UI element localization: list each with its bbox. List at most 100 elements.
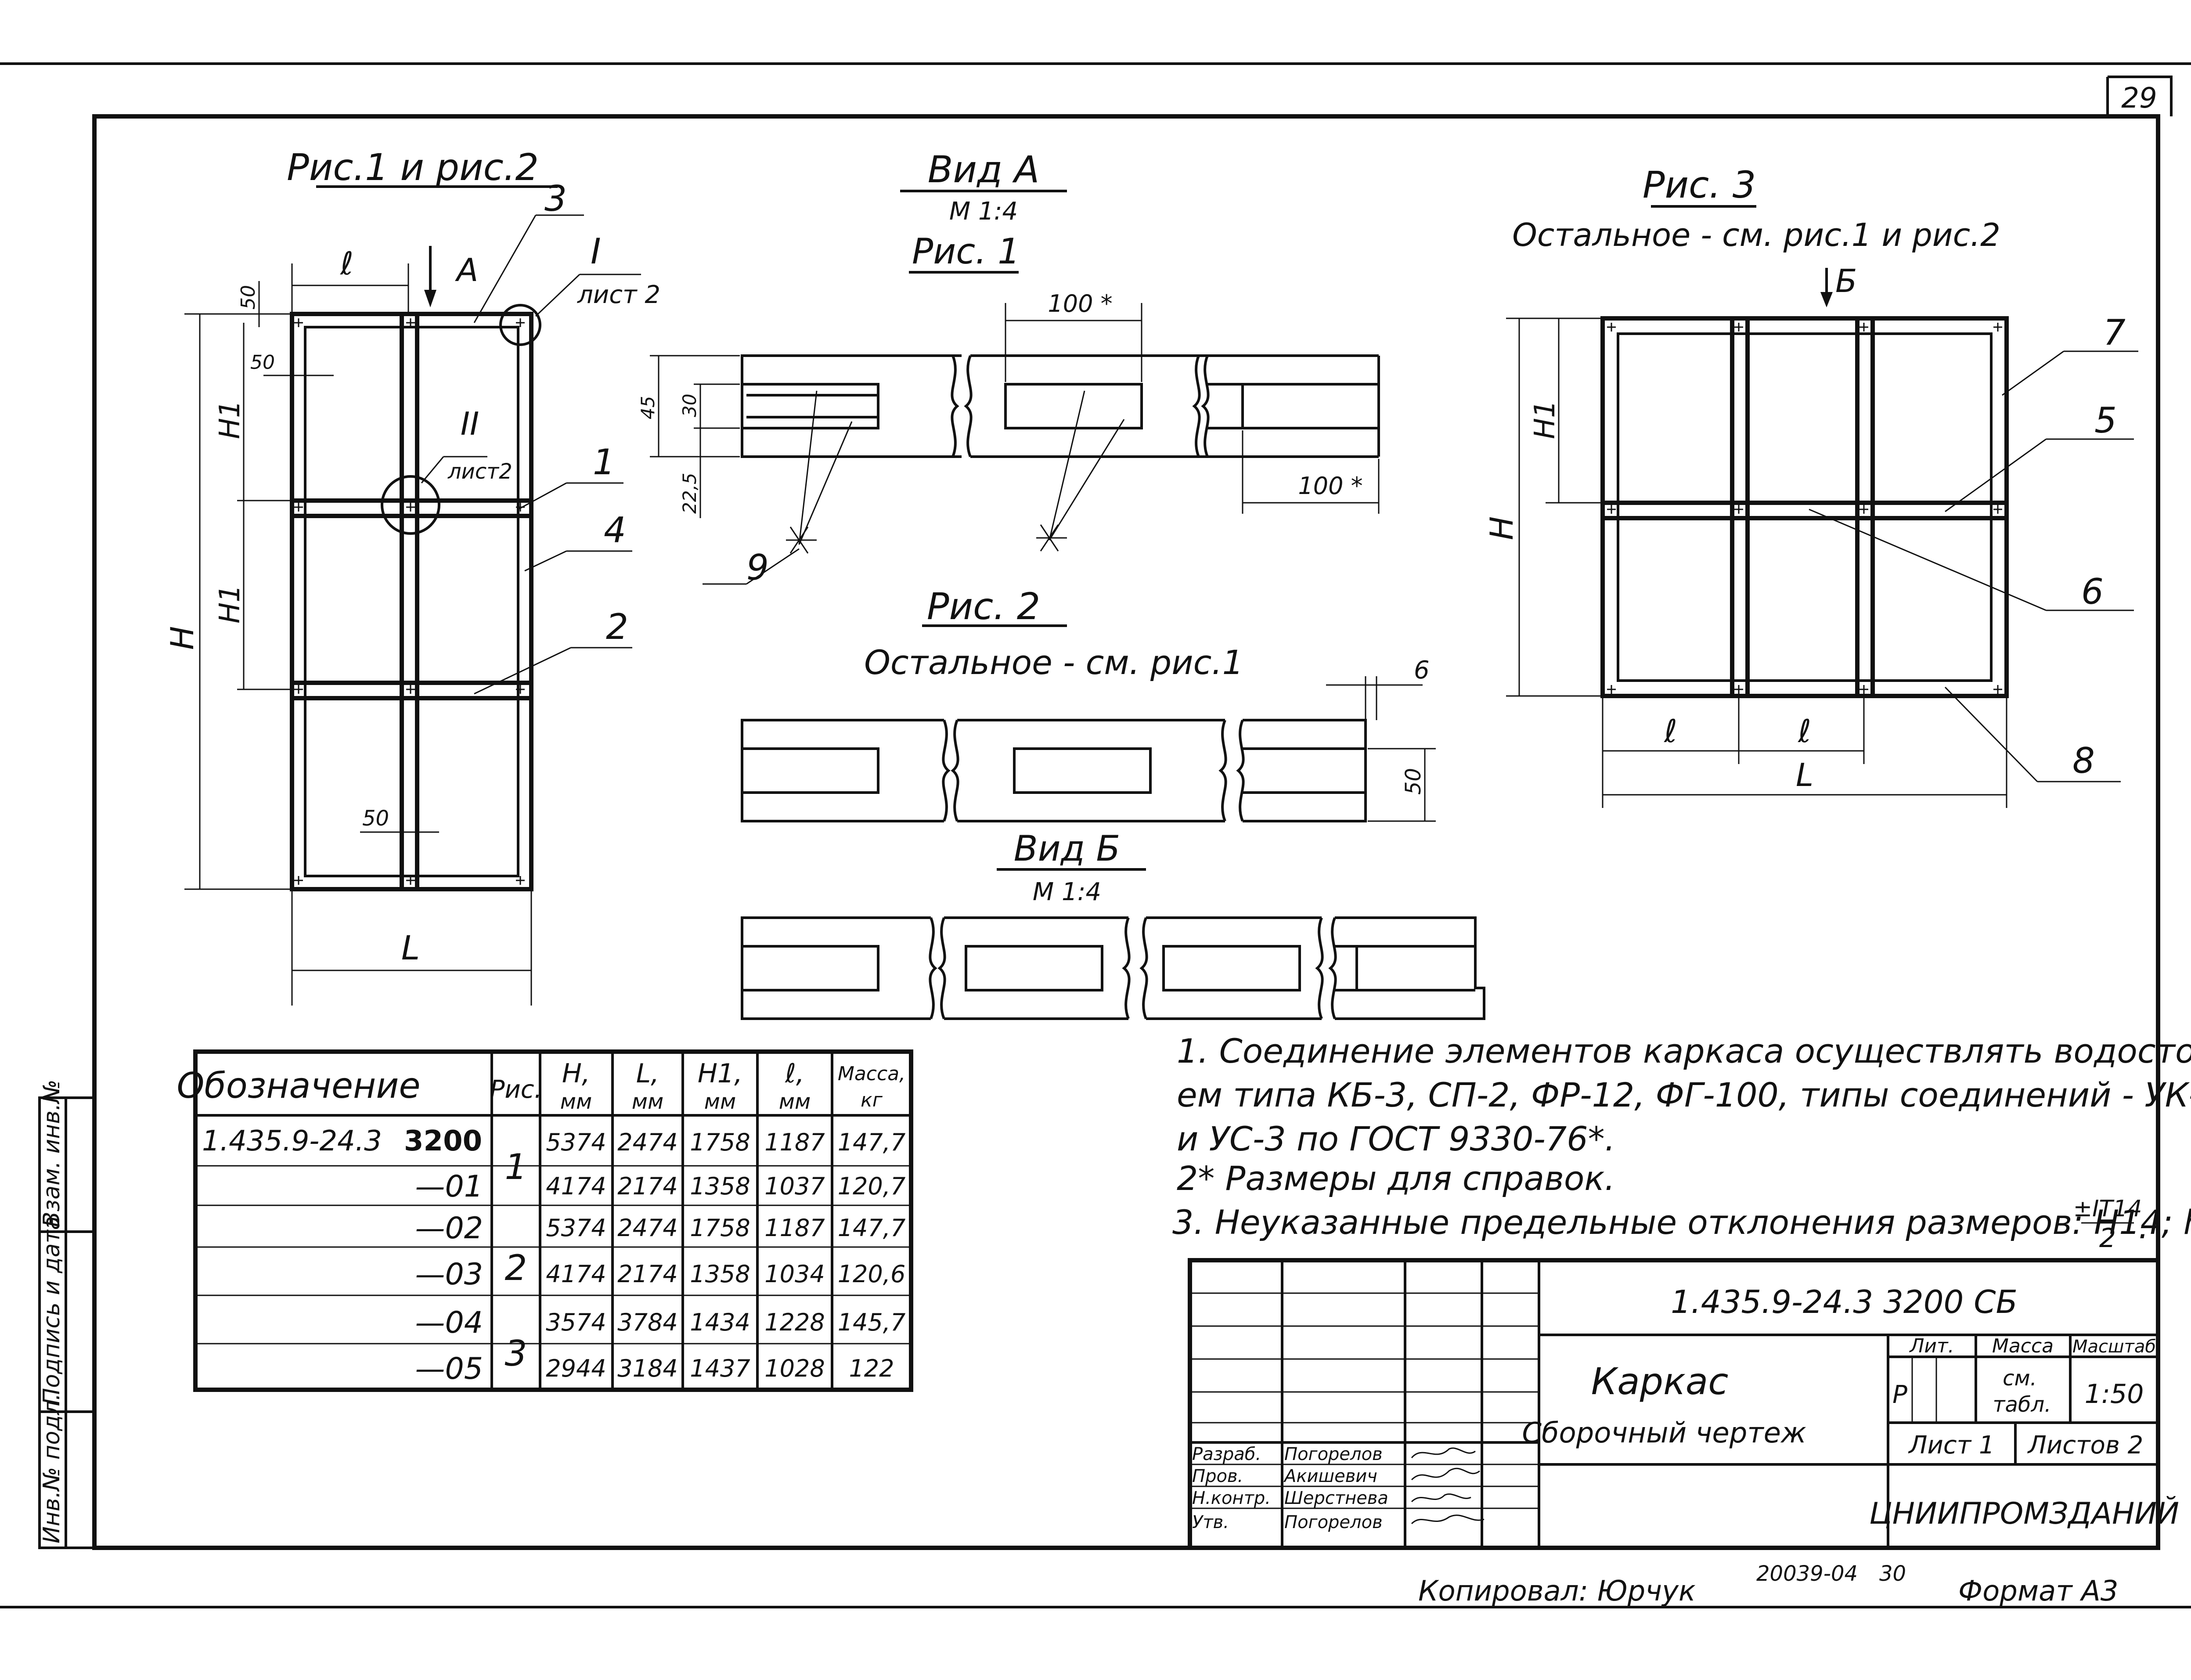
fig2-detail: Рис. 2 Остальное - см. рис.1 6 50 — [741, 585, 1436, 822]
fig12-pos-3: 3 — [544, 178, 567, 219]
fig12-pos-4: 4 — [604, 510, 626, 551]
note-2: 2* Размеры для справок. — [1177, 1159, 1615, 1198]
spec-fig-group-3: 3 — [505, 1333, 527, 1374]
fig3-title: Рис. 3 — [1643, 163, 1756, 206]
side-stamp-replace: Взам. инв.№ — [39, 1079, 65, 1227]
viewA-dim-100-top: 100 * — [1048, 290, 1112, 317]
spec-header-fig: Рис. — [490, 1075, 542, 1104]
fig2-dim-6: 6 — [1414, 656, 1430, 685]
tb-role-dev: Разраб. — [1192, 1444, 1261, 1464]
drawing-name-1: Каркас — [1591, 1360, 1729, 1403]
fig12-pos-1: 1 — [593, 442, 615, 483]
svg-text:2474: 2474 — [617, 1214, 677, 1242]
signature-check — [1411, 1467, 1480, 1481]
svg-text:—05: —05 — [415, 1352, 483, 1386]
sheet-number: 29 — [2121, 82, 2157, 115]
tb-role-appr: Утв. — [1192, 1512, 1229, 1532]
fig2-note: Остальное - см. рис.1 — [864, 643, 1243, 682]
svg-text:1358: 1358 — [690, 1260, 750, 1288]
fig3-dim-H1: H1 — [1529, 400, 1561, 439]
tb-header-mass: Масса — [1992, 1335, 2054, 1357]
svg-text:1028: 1028 — [764, 1355, 825, 1382]
side-stamp-sign: Подпись и дата — [39, 1216, 65, 1405]
viewA-dim-22-5: 22,5 — [679, 472, 700, 514]
svg-text:1187: 1187 — [764, 1128, 825, 1156]
fig12-dim-50-bottom: 50 — [362, 806, 389, 831]
spec-header-mass-unit: кг — [861, 1089, 883, 1111]
spec-table: Обозначение Рис. H, мм L, мм H1, мм ℓ, м… — [177, 1049, 913, 1392]
tb-name-dev: Погорелов — [1284, 1444, 1383, 1464]
spec-code-prefix: 1.435.9-24.3 — [202, 1125, 382, 1157]
svg-text:3784: 3784 — [617, 1309, 677, 1336]
tb-name-check: Акишевич — [1283, 1466, 1377, 1486]
note-3-frac-top: ±IT14 — [2073, 1196, 2142, 1222]
svg-text:122: 122 — [849, 1355, 894, 1382]
tb-role-check: Пров. — [1192, 1466, 1243, 1486]
fig12-callout-II: II — [461, 405, 479, 442]
fig12-dim-H: H — [164, 626, 201, 650]
tb-sheet: Лист 1 — [1908, 1431, 1994, 1460]
tb-mass-value-1: см. — [2003, 1366, 2037, 1391]
fig12-view-A: А — [455, 252, 478, 288]
svg-text:4174: 4174 — [546, 1260, 606, 1288]
svg-text:—03: —03 — [415, 1257, 483, 1292]
note-3-frac-bottom: 2 — [2099, 1223, 2116, 1254]
fig12-callout-I-sheet: лист 2 — [577, 281, 660, 309]
svg-text:120,6: 120,6 — [838, 1260, 906, 1288]
svg-text:1228: 1228 — [764, 1309, 825, 1336]
spec-header-H-unit: мм — [560, 1089, 592, 1114]
svg-text:—04: —04 — [415, 1305, 483, 1340]
svg-text:120,7: 120,7 — [838, 1172, 906, 1200]
svg-text:1034: 1034 — [764, 1260, 825, 1288]
fig3-frame-drawing: Рис. 3 Остальное - см. рис.1 и рис.2 Б H… — [1483, 163, 2138, 808]
doc-code: 1.435.9-24.3 3200 СБ — [1671, 1283, 2018, 1320]
svg-text:5374: 5374 — [546, 1214, 606, 1242]
spec-header-H1-unit: мм — [704, 1089, 736, 1114]
note-3: 3. Неуказанные предельные отклонения раз… — [1172, 1203, 2191, 1242]
viewA-detail: Вид А М 1:4 Рис. 1 100 * 100 * 45 30 — [637, 148, 1380, 588]
sheet-number-box — [2106, 76, 2173, 116]
svg-text:145,7: 145,7 — [838, 1309, 906, 1336]
viewA-fig-title: Рис. 1 — [912, 231, 1020, 272]
footer-page: 30 — [1879, 1561, 1906, 1586]
spec-header-designation: Обозначение — [177, 1065, 420, 1106]
svg-text:—01: —01 — [415, 1169, 483, 1204]
fig12-dim-50-side: 50 — [250, 351, 275, 374]
tb-role-nctrl: Н.контр. — [1192, 1488, 1271, 1508]
footer-format: Формат А3 — [1958, 1575, 2119, 1608]
svg-text:1187: 1187 — [764, 1214, 825, 1242]
signature-appr — [1411, 1514, 1485, 1525]
fig3-pos-8: 8 — [2072, 740, 2095, 781]
fig12-dim-L: L — [401, 928, 420, 967]
viewB-title: Вид Б — [1014, 828, 1121, 869]
fig3-dim-l2: ℓ — [1797, 713, 1811, 750]
table-row: —04 3574 3784 1434 1228 145,7 — [415, 1305, 905, 1340]
viewB-detail: Вид Б М 1:4 — [741, 828, 1485, 1020]
drawing-name-2: Сборочный чертеж — [1522, 1417, 1806, 1449]
tb-name-appr: Погорелов — [1284, 1512, 1383, 1532]
spec-header-l-unit: мм — [779, 1089, 811, 1114]
tb-scale-value: 1:50 — [2085, 1379, 2144, 1410]
spec-header-L-unit: мм — [632, 1089, 663, 1114]
tb-sheets: Листов 2 — [2027, 1431, 2144, 1460]
footer-order-no: 20039-04 — [1756, 1561, 1858, 1586]
tb-header-lit: Лит. — [1909, 1335, 1954, 1357]
table-row: 5374 2474 1758 1187 147,7 — [546, 1128, 905, 1156]
fig2-dim-50: 50 — [1401, 768, 1426, 795]
spec-code-suffix: 3200 — [404, 1125, 482, 1157]
spec-header-H1: H1, — [698, 1058, 742, 1089]
viewA-dim-30: 30 — [679, 394, 700, 417]
fig12-pos-2: 2 — [606, 606, 628, 647]
spec-fig-group-1: 1 — [505, 1146, 527, 1187]
svg-text:3574: 3574 — [546, 1309, 606, 1336]
fig12-dim-50-top: 50 — [237, 285, 259, 310]
viewA-pos-9: 9 — [746, 547, 769, 588]
drawing-frame — [92, 114, 2160, 1550]
fig12-callout-II-sheet: лист2 — [447, 459, 512, 484]
technical-notes: 1. Соединение элементов каркаса осуществ… — [1172, 1031, 2191, 1254]
fig3-pos-6: 6 — [2081, 571, 2104, 612]
svg-text:2474: 2474 — [617, 1128, 677, 1156]
viewA-title: Вид А — [928, 148, 1039, 191]
title-block: 1.435.9-24.3 3200 СБ Каркас Сборочный че… — [1188, 1258, 2179, 1550]
svg-text:1358: 1358 — [690, 1172, 750, 1200]
